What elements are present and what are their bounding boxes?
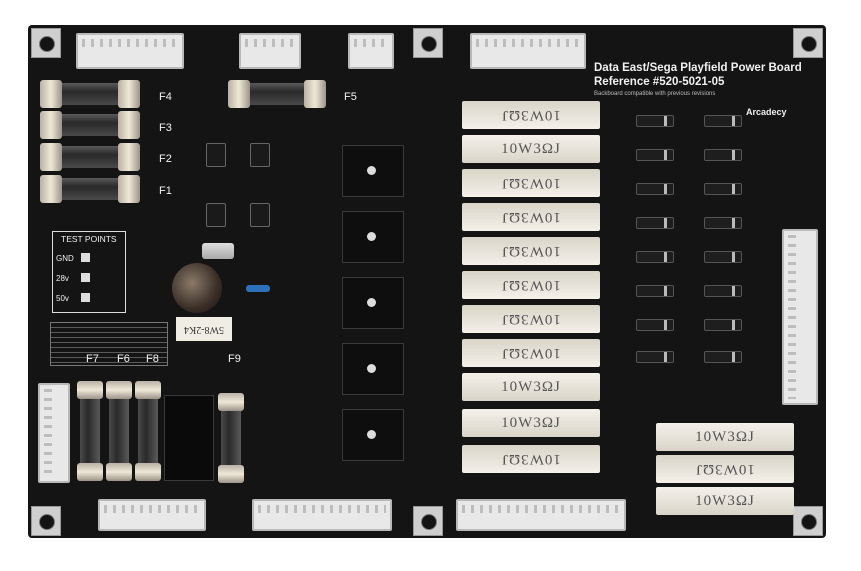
fuse-f3: [40, 111, 140, 139]
fuse-f4: [40, 80, 140, 108]
small-resistor: 5W8-2K4: [176, 317, 232, 341]
power-resistor: 10W3ΩJ: [462, 101, 600, 129]
transistor: [250, 203, 270, 227]
connector-bottom-1: [98, 499, 206, 531]
power-resistor: 10W3ΩJ: [462, 373, 600, 401]
diode: [693, 285, 753, 297]
connector-left: [38, 383, 70, 483]
power-resistor: 10W3ΩJ: [462, 409, 600, 437]
connector-top-1: [76, 33, 184, 69]
diode: [693, 149, 753, 161]
power-resistor: 10W3ΩJ: [462, 135, 600, 163]
power-resistor: 10W3ΩJ: [462, 271, 600, 299]
diode: [625, 183, 685, 195]
mounting-hole: [31, 28, 61, 58]
fuse-label-f3: F3: [159, 122, 172, 134]
power-resistor: 10W3ΩJ: [462, 339, 600, 367]
diode: [625, 285, 685, 297]
test-point-28v: 28v: [56, 274, 69, 283]
connector-right: [782, 229, 818, 405]
power-resistor: 10W3ΩJ: [462, 445, 600, 473]
diode: [693, 115, 753, 127]
fuse-label-f8: F8: [146, 353, 159, 365]
diode: [693, 351, 753, 363]
transistor: [206, 143, 226, 167]
diode: [625, 351, 685, 363]
mounting-hole: [413, 28, 443, 58]
relay: [164, 395, 214, 481]
fuse-label-f5: F5: [344, 91, 357, 103]
connector-top-2: [239, 33, 301, 69]
fuse-label-f2: F2: [159, 153, 172, 165]
test-points-box: TEST POINTS GND 28v 50v: [52, 231, 126, 313]
diode: [625, 319, 685, 331]
transistor: [250, 143, 270, 167]
fuse-f6: [106, 381, 132, 481]
blue-resistor: [246, 285, 270, 292]
regulator-heatsink: [342, 343, 404, 395]
power-resistor: 10W3ΩJ: [462, 237, 600, 265]
capacitor: [172, 263, 222, 313]
diode: [693, 251, 753, 263]
connector-top-4: [470, 33, 586, 69]
board-subtitle: Backboard compatible with previous revis…: [594, 91, 716, 97]
power-resistor: 10W3ΩJ: [656, 487, 794, 515]
connector-bottom-3: [456, 499, 626, 531]
power-resistor: 10W3ΩJ: [462, 203, 600, 231]
fuse-label-f9: F9: [228, 353, 241, 365]
power-resistor: 10W3ΩJ: [462, 305, 600, 333]
board-title: Data East/Sega Playfield Power Board: [594, 62, 802, 74]
connector-top-3: [348, 33, 394, 69]
transistor: [206, 203, 226, 227]
mounting-hole: [793, 28, 823, 58]
test-pad: [81, 253, 90, 262]
diode: [625, 115, 685, 127]
fuse-f8: [135, 381, 161, 481]
regulator-heatsink: [342, 145, 404, 197]
mounting-hole: [413, 506, 443, 536]
fuse-f2: [40, 143, 140, 171]
fuse-label-f1: F1: [159, 185, 172, 197]
test-pad: [81, 293, 90, 302]
fuse-f1: [40, 175, 140, 203]
notes-block: [50, 322, 168, 366]
fuse-label-f6: F6: [117, 353, 130, 365]
test-pad: [81, 273, 90, 282]
diode: [693, 319, 753, 331]
regulator-heatsink: [342, 277, 404, 329]
fuse-f9: [218, 393, 244, 483]
test-point-50v: 50v: [56, 294, 69, 303]
power-resistor: 10W3ΩJ: [462, 169, 600, 197]
test-points-title: TEST POINTS: [61, 234, 117, 244]
diode: [693, 217, 753, 229]
fuse-f7: [77, 381, 103, 481]
diode: [625, 251, 685, 263]
fuse-label-f7: F7: [86, 353, 99, 365]
power-resistor: 10W3ΩJ: [656, 455, 794, 483]
brand-logo: Arcadecy: [746, 107, 787, 117]
fuse-label-f4: F4: [159, 91, 172, 103]
mounting-hole: [31, 506, 61, 536]
diode: [693, 183, 753, 195]
small-fuse: [202, 243, 234, 259]
mounting-hole: [793, 506, 823, 536]
power-resistor: 10W3ΩJ: [656, 423, 794, 451]
board-reference: Reference #520-5021-05: [594, 76, 725, 88]
regulator-heatsink: [342, 211, 404, 263]
diode: [625, 149, 685, 161]
pcb-board: Data East/Sega Playfield Power Board Ref…: [28, 25, 826, 538]
fuse-f5: [228, 80, 326, 108]
test-point-gnd: GND: [56, 254, 74, 263]
connector-bottom-2: [252, 499, 392, 531]
diode: [625, 217, 685, 229]
regulator-heatsink: [342, 409, 404, 461]
